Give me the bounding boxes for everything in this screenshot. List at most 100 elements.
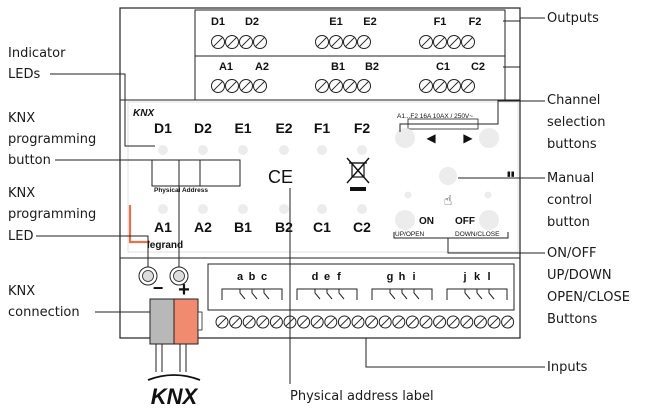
input-letter: d <box>312 271 319 283</box>
terminal-screw <box>473 315 487 329</box>
input-group <box>296 288 358 300</box>
input-group <box>371 288 433 300</box>
input-letter: e <box>324 271 330 283</box>
callout-knx-prog-led: KNX programming LED <box>8 186 149 267</box>
terminal-screw <box>269 315 283 329</box>
callout-text: LEDs <box>8 67 40 82</box>
indicator-led <box>357 145 367 155</box>
led-label: B2 <box>275 219 293 235</box>
callout-manual-control: Manual control button <box>458 171 594 230</box>
knx-logo-arc <box>147 374 201 381</box>
terminal-screw <box>315 35 329 49</box>
terminal-screw <box>225 79 239 93</box>
indicator-led <box>279 204 289 214</box>
callout-text: Inputs <box>547 360 588 375</box>
arrow-left-icon: ◀ <box>426 131 436 145</box>
plus-sign: + <box>178 279 190 301</box>
callout-text: UP/DOWN <box>547 268 612 283</box>
indicator-led <box>198 204 208 214</box>
terminal-screw <box>239 79 253 93</box>
led-label: B1 <box>234 219 252 235</box>
terminal-label: B1 <box>331 61 345 73</box>
arrow-right-icon: ▶ <box>463 131 473 145</box>
up-open-label: UP/OPEN <box>395 231 425 238</box>
terminal-screw <box>225 35 239 49</box>
terminal-screw <box>419 35 433 49</box>
minus-sign: − <box>153 278 164 298</box>
terminal-screw <box>324 315 338 329</box>
channel-left-button[interactable] <box>395 128 415 148</box>
terminal-label: A2 <box>255 61 269 73</box>
accent-stripe <box>128 205 150 244</box>
callout-text: button <box>547 215 590 230</box>
output-screws-bottom <box>211 79 475 93</box>
mode-icon: ▮▮ <box>507 171 515 178</box>
input-group <box>221 288 283 300</box>
indicator-leds-bottom <box>158 204 367 214</box>
callout-text: Physical address label <box>290 389 434 404</box>
brand-logo: legrand <box>147 240 183 251</box>
callout-text: KNX <box>8 111 35 126</box>
callout-text: programming <box>8 132 96 147</box>
terminal-screw <box>501 315 515 329</box>
callout-text: connection <box>8 305 80 320</box>
channel-right-button[interactable] <box>479 128 499 148</box>
terminal-label: F1 <box>434 16 447 28</box>
knx-connector-logo: KNX <box>151 384 199 409</box>
callout-text: Channel <box>547 93 600 108</box>
callout-physical-address-label: Physical address label <box>289 188 434 404</box>
terminal-screw <box>329 35 343 49</box>
output-labels-top: D1 D2 E1 E2 F1 F2 <box>211 16 481 28</box>
terminal-screw <box>211 79 225 93</box>
callout-text: Manual <box>547 171 594 186</box>
terminal-screw <box>365 315 379 329</box>
terminal-screw <box>378 315 392 329</box>
terminal-screw <box>487 315 501 329</box>
terminal-screw <box>343 79 357 93</box>
callout-text: buttons <box>547 137 597 152</box>
callout-text: button <box>8 153 51 168</box>
terminal-screw <box>433 315 447 329</box>
terminal-screw <box>419 315 433 329</box>
callout-text: OPEN/CLOSE <box>547 290 630 305</box>
terminal-screw <box>433 35 447 49</box>
output-terminal-block-bottom <box>194 55 506 101</box>
down-close-label: DOWN/CLOSE <box>455 231 500 238</box>
terminal-screw <box>337 315 351 329</box>
terminal-screw <box>461 35 475 49</box>
terminal-screw <box>211 35 225 49</box>
off-down-close-button[interactable] <box>479 210 499 230</box>
terminal-screw <box>446 315 460 329</box>
on-up-open-button[interactable] <box>395 210 415 230</box>
terminal-screw <box>447 79 461 93</box>
knx-programming-led-inner <box>142 270 154 282</box>
callout-text: Indicator <box>8 46 66 61</box>
terminal-screw <box>460 315 474 329</box>
input-group <box>446 288 508 300</box>
knx-connector-plus <box>173 298 199 345</box>
indicator-led <box>158 204 168 214</box>
status-led <box>404 191 412 199</box>
led-label: C1 <box>313 219 331 235</box>
hand-icon: ☝ <box>444 192 453 208</box>
manual-control-button[interactable] <box>439 167 457 185</box>
input-letter: i <box>412 271 415 283</box>
off-label: OFF <box>455 216 475 227</box>
connector-latch <box>197 311 203 331</box>
weee-bin-icon <box>346 157 370 191</box>
callout-inputs: Inputs <box>365 338 588 375</box>
terminal-label: D2 <box>245 16 259 28</box>
terminal-screw <box>392 315 406 329</box>
callout-indicator-leds: Indicator LEDs <box>8 46 155 147</box>
terminal-label: E1 <box>329 16 342 28</box>
indicator-leds-top <box>158 145 367 155</box>
input-letter: g <box>387 271 394 283</box>
input-letter: j <box>462 271 466 283</box>
indicator-led <box>238 145 248 155</box>
led-label: E1 <box>234 120 251 136</box>
led-label: A1 <box>154 219 172 235</box>
led-label: A2 <box>194 219 212 235</box>
callout-text: selection <box>547 115 605 130</box>
